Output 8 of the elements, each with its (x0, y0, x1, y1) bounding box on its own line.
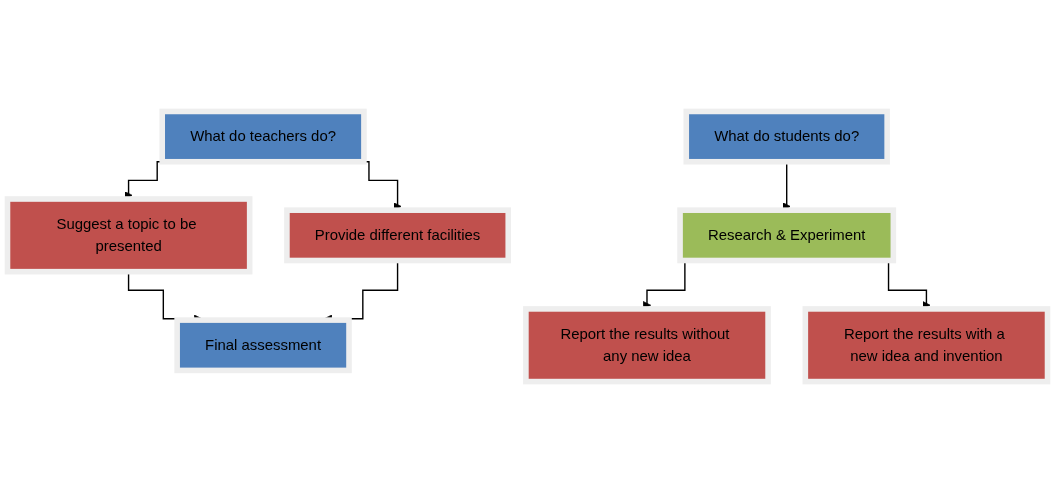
node-box: What do teachers do? (159, 109, 367, 166)
node-box: Report the results with a new idea and invention (802, 306, 1051, 385)
node-box: Research & Experiment (677, 207, 897, 264)
node-box: Report the results without any new idea (523, 306, 771, 385)
node-box: Final assessment (174, 317, 352, 374)
node-box: Provide different facilities (284, 207, 511, 264)
node-box: Suggest a topic to be presented (4, 196, 253, 275)
node-box: What do students do? (683, 109, 890, 166)
